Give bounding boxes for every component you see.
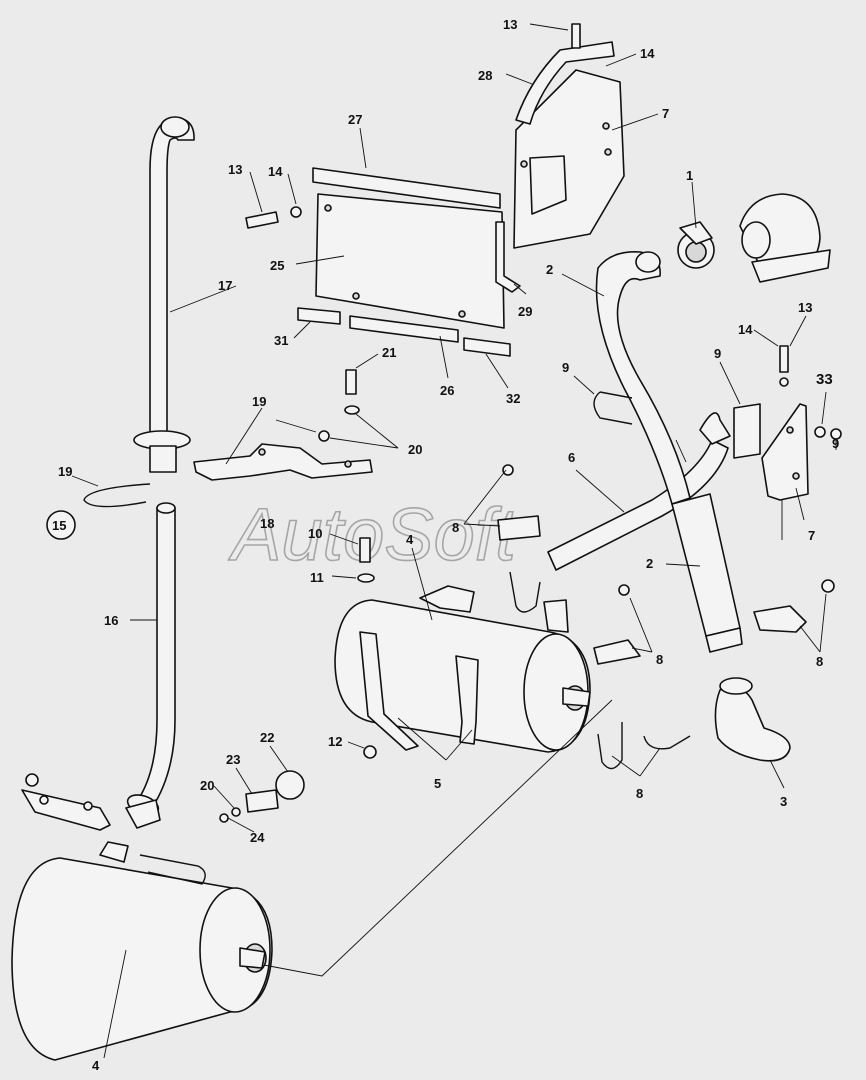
part-22-rubber-mount bbox=[275, 770, 305, 800]
callout-20-upper: 20 bbox=[408, 442, 422, 457]
callout-15-circle bbox=[46, 510, 76, 540]
part-8-clamp-upper bbox=[497, 515, 541, 541]
callout-32: 32 bbox=[506, 391, 520, 406]
callout-28: 28 bbox=[478, 68, 492, 83]
callout-20-lower: 20 bbox=[200, 778, 214, 793]
callout-24: 24 bbox=[250, 830, 265, 845]
turbocharger-outlet bbox=[739, 193, 831, 283]
part-4-center-muffler bbox=[334, 585, 591, 753]
part-2-upper-exhaust-pipe bbox=[595, 251, 743, 653]
part-26-strip bbox=[349, 315, 459, 343]
part-7-lower-bracket bbox=[761, 403, 809, 501]
callout-26: 26 bbox=[440, 383, 454, 398]
part-5-strap-right bbox=[455, 655, 479, 745]
callout-19-left: 19 bbox=[58, 464, 72, 479]
callout-13-left: 13 bbox=[228, 162, 242, 177]
callout-3: 3 bbox=[780, 794, 787, 809]
callout-27: 27 bbox=[348, 112, 362, 127]
part-4-lower-muffler bbox=[11, 841, 273, 1061]
callout-33: 33 bbox=[816, 371, 833, 388]
callout-21: 21 bbox=[382, 345, 396, 360]
lower-u-bolt bbox=[139, 854, 206, 885]
part-1-clamp bbox=[677, 221, 715, 269]
callout-13-right: 13 bbox=[798, 300, 812, 315]
part-18-mounting-bracket bbox=[193, 443, 373, 481]
callout-2-lower: 2 bbox=[646, 556, 653, 571]
callout-14-top: 14 bbox=[640, 46, 655, 61]
part-8-u-bolt-right bbox=[643, 735, 691, 750]
callout-29: 29 bbox=[518, 304, 532, 319]
part-5-strap-left bbox=[359, 631, 419, 751]
callout-4-center: 4 bbox=[406, 532, 414, 547]
callout-8-right: 8 bbox=[816, 654, 823, 669]
callout-1: 1 bbox=[686, 168, 693, 183]
callout-8-middle: 8 bbox=[656, 652, 663, 667]
part-29-bracket bbox=[495, 221, 521, 293]
part-27-long-bar bbox=[312, 167, 501, 209]
callout-25: 25 bbox=[270, 258, 284, 273]
callout-4-lower: 4 bbox=[92, 1058, 100, 1073]
callout-2-upper: 2 bbox=[546, 262, 553, 277]
part-31-strip bbox=[297, 307, 341, 325]
part-8-u-bolt-left bbox=[597, 722, 623, 770]
callout-23: 23 bbox=[226, 752, 240, 767]
callout-22: 22 bbox=[260, 730, 274, 745]
part-28-shield-strap bbox=[515, 41, 615, 125]
part-16-lower-exhaust-pipe bbox=[125, 502, 176, 829]
callout-12: 12 bbox=[328, 734, 342, 749]
part-3-elbow-pipe bbox=[714, 677, 791, 762]
lower-muffler-bracket bbox=[21, 773, 111, 831]
leader-lines bbox=[71, 23, 837, 1059]
part-9-u-bolt bbox=[593, 391, 633, 425]
part-8-clamp-right bbox=[753, 605, 807, 633]
callout-labels: 13 14 28 7 1 2 27 13 14 25 29 31 21 26 3… bbox=[46, 17, 839, 1073]
callout-17: 17 bbox=[218, 278, 232, 293]
part-19-u-bolt bbox=[83, 483, 151, 508]
watermark-text: AutoSoft bbox=[228, 493, 519, 576]
fasteners bbox=[219, 23, 842, 823]
callout-6: 6 bbox=[568, 450, 575, 465]
callout-15: 15 bbox=[52, 518, 66, 533]
callout-18: 18 bbox=[260, 516, 274, 531]
callout-8-upper: 8 bbox=[452, 520, 459, 535]
callout-11: 11 bbox=[310, 570, 324, 585]
callout-7-upper: 7 bbox=[662, 106, 669, 121]
callout-9-left: 9 bbox=[562, 360, 569, 375]
callout-9-right: 9 bbox=[832, 436, 839, 451]
part-23-bracket bbox=[245, 789, 279, 813]
callout-13-top: 13 bbox=[503, 17, 517, 32]
part-25-plate bbox=[315, 193, 505, 329]
part-8-u-bolt-upper bbox=[509, 571, 541, 613]
callout-14-right: 14 bbox=[738, 322, 753, 337]
part-17-upper-exhaust-stack bbox=[133, 116, 195, 473]
part-32-strip bbox=[463, 337, 511, 357]
part-7-upper-heat-shield bbox=[513, 69, 625, 249]
callout-8-bottom: 8 bbox=[636, 786, 643, 801]
callout-9-middle: 9 bbox=[714, 346, 721, 361]
part-9-clamp-block bbox=[733, 403, 761, 459]
callout-14-left: 14 bbox=[268, 164, 283, 179]
part-8-clamp-middle bbox=[593, 639, 641, 665]
callout-31: 31 bbox=[274, 333, 288, 348]
callout-10: 10 bbox=[308, 526, 322, 541]
callout-19-upper: 19 bbox=[252, 394, 266, 409]
callout-7-lower: 7 bbox=[808, 528, 815, 543]
callout-16: 16 bbox=[104, 613, 118, 628]
callout-5: 5 bbox=[434, 776, 441, 791]
